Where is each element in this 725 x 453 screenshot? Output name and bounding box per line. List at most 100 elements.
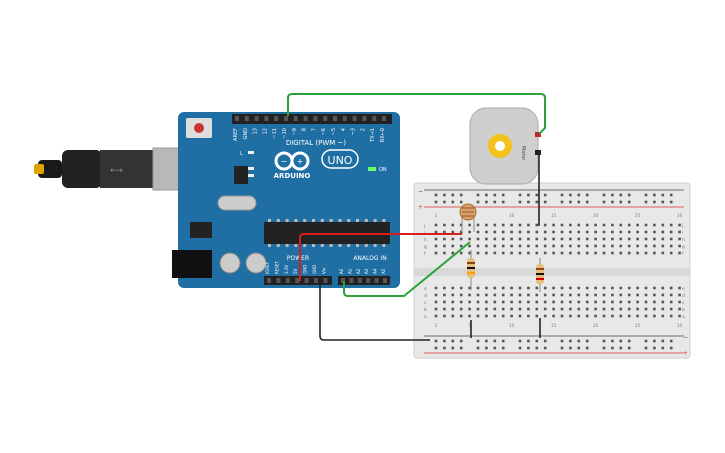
- analog-pin-label: A2: [356, 268, 361, 274]
- power-pin-label: 3.3V: [284, 265, 289, 274]
- column-number-label: 30: [677, 323, 683, 328]
- analog-pin-label: A1: [347, 268, 352, 274]
- digital-header: [232, 114, 392, 124]
- digital-pin-label: ~5: [331, 128, 337, 135]
- power-pin-label: GND: [303, 265, 308, 274]
- digital-pin-label: 13: [253, 128, 259, 134]
- column-number-label: 15: [551, 323, 557, 328]
- power-label: POWER: [287, 255, 309, 262]
- arduino-logo-text: ARDUINO: [274, 172, 311, 180]
- digital-pin-label: 7: [311, 128, 317, 131]
- led-label-l: L: [240, 151, 243, 157]
- digital-pin-label: ~3: [351, 128, 357, 135]
- wire-green-a0-to-breadboard[interactable]: [343, 241, 471, 297]
- column-number-label: 20: [593, 323, 599, 328]
- power-pin-label: Vin: [321, 267, 326, 274]
- power-pin-label: RESET: [274, 261, 279, 274]
- analog-pin-label: A5: [381, 268, 386, 274]
- row-letter-label: c: [682, 301, 685, 306]
- row-letter-label: f: [682, 251, 684, 257]
- row-letter-label: a: [424, 315, 427, 320]
- digital-pin-label: 8: [302, 128, 308, 131]
- power-jack[interactable]: [172, 250, 212, 278]
- on-led: [368, 167, 376, 171]
- digital-pin-label: ~6: [321, 128, 327, 135]
- usb-symbol-icon: ⟷: [110, 166, 123, 176]
- usb-cable[interactable]: ⟷: [34, 147, 198, 191]
- motor-terminal-minus[interactable]: [535, 150, 541, 155]
- dc-motor[interactable]: Motor: [469, 107, 541, 185]
- usb-chip: [234, 166, 248, 184]
- row-letter-label: a: [682, 315, 685, 320]
- column-number-label: 5: [468, 323, 471, 328]
- analog-pin-label: A0: [339, 268, 344, 274]
- column-number-label: 25: [635, 323, 641, 328]
- wire-green-pin11-to-motor[interactable]: [287, 93, 546, 135]
- on-label: ON: [379, 167, 387, 173]
- row-letter-label: d: [682, 293, 685, 299]
- wire-black-gnd-to-rail[interactable]: [319, 281, 430, 341]
- capacitor-1: [219, 252, 241, 274]
- column-number-label: 30: [677, 213, 683, 218]
- power-pin-label: GND: [312, 265, 317, 274]
- column-number-label: 10: [509, 323, 515, 328]
- rail-minus-label-bottom: −: [683, 334, 688, 341]
- digital-pin-label: 4: [341, 128, 347, 131]
- uno-label: UNO: [328, 154, 353, 167]
- row-letter-label: f: [424, 251, 426, 257]
- digital-label: DIGITAL (PWM ~): [286, 139, 347, 147]
- row-letter-label: c: [424, 301, 427, 306]
- row-letter-label: g: [682, 245, 685, 250]
- row-letter-label: h: [424, 237, 427, 243]
- row-letter-label: j: [681, 223, 683, 229]
- row-letter-label: g: [424, 245, 427, 250]
- resistor-2[interactable]: [536, 258, 544, 292]
- motor-terminal-plus[interactable]: [535, 132, 541, 137]
- rail-plus-label-bottom: +: [683, 350, 688, 357]
- row-letter-label: e: [682, 287, 685, 292]
- arduino-logo-icon: − +: [274, 151, 310, 171]
- digital-pin-label: 12: [262, 128, 268, 134]
- column-number-label: 15: [551, 213, 557, 218]
- rail-minus-label: −: [418, 188, 423, 195]
- column-number-label: 1: [435, 213, 438, 218]
- digital-pin-label: TX→1: [370, 128, 376, 143]
- column-number-label: 1: [435, 323, 438, 328]
- digital-pin-label: ~10: [282, 128, 288, 139]
- row-letter-label: j: [423, 223, 425, 229]
- row-letter-label: b: [424, 307, 427, 313]
- power-pin-label: IOREF: [265, 261, 270, 274]
- power-pin-label: 5V: [293, 268, 298, 274]
- digital-pin-label: GND: [243, 128, 249, 140]
- resistor-1[interactable]: [467, 250, 475, 290]
- digital-pin-label: ~9: [292, 128, 298, 135]
- column-number-label: 10: [509, 213, 515, 218]
- photoresistor[interactable]: [459, 203, 477, 232]
- svg-text:+: +: [297, 157, 304, 166]
- row-letter-label: i: [682, 230, 683, 236]
- column-number-label: 20: [593, 213, 599, 218]
- digital-pin-label: AREF: [233, 128, 239, 141]
- wire-red-5v-to-breadboard[interactable]: [299, 233, 462, 281]
- row-letter-label: h: [682, 237, 685, 243]
- row-letter-label: d: [424, 293, 427, 299]
- power-pin-labels: IOREF RESET 3.3V 5V GND GND Vin: [265, 261, 326, 274]
- analog-label: ANALOG IN: [353, 255, 386, 262]
- row-letter-label: b: [682, 307, 685, 313]
- digital-pin-label: 2: [360, 128, 366, 131]
- analog-pin-label: A4: [373, 268, 378, 274]
- analog-pin-label: A3: [364, 268, 369, 274]
- analog-header: [338, 276, 390, 285]
- svg-text:−: −: [281, 157, 288, 166]
- crystal: [217, 195, 257, 211]
- digital-pin-label: RX←0: [380, 128, 386, 142]
- voltage-regulator: [190, 222, 212, 238]
- motor-label: Motor: [520, 146, 526, 161]
- breadboard[interactable]: − + − + 115510101515202025253030jjiihhgg…: [413, 182, 691, 359]
- rail-plus-label: +: [418, 204, 423, 211]
- row-letter-label: e: [424, 287, 427, 292]
